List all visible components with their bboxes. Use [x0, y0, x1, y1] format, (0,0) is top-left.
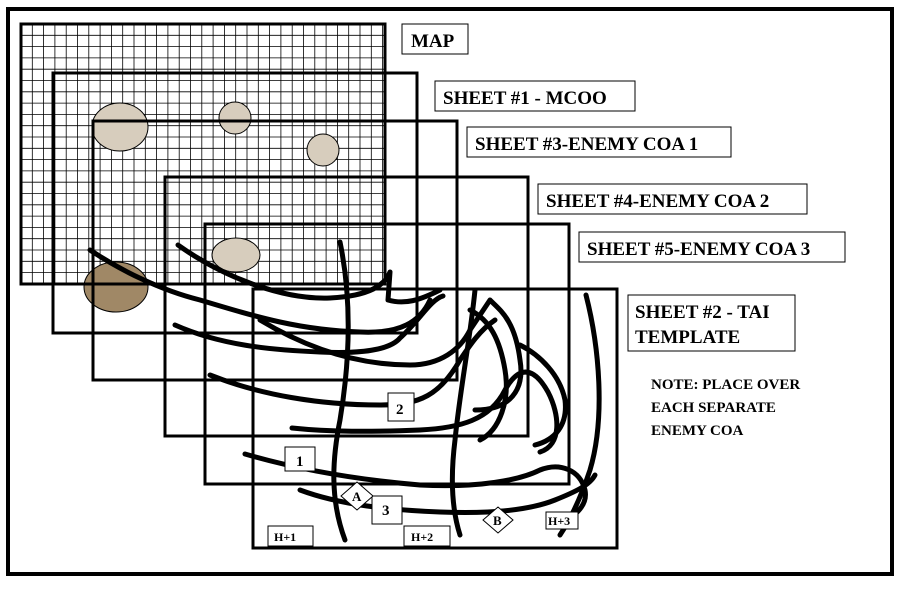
label-sheet4-text: SHEET #4-ENEMY COA 2	[546, 191, 769, 212]
marker-1: 1	[284, 446, 316, 472]
label-sheet2-line2: TEMPLATE	[635, 327, 740, 348]
sheet4-frame	[163, 175, 530, 438]
marker-h2: H+2	[403, 525, 451, 547]
label-sheet5: SHEET #5-ENEMY COA 3	[578, 231, 846, 263]
label-sheet3: SHEET #3-ENEMY COA 1	[466, 126, 732, 158]
marker-1-text: 1	[296, 454, 304, 470]
terrain-blob	[91, 102, 149, 152]
route-line	[517, 342, 568, 448]
route-line	[175, 242, 443, 305]
marker-h1-text: H+1	[274, 530, 296, 544]
diamond-a-text: A	[352, 489, 362, 504]
marker-2-text: 2	[396, 402, 404, 418]
label-sheet4: SHEET #4-ENEMY COA 2	[537, 183, 808, 215]
route-line	[449, 287, 478, 538]
terrain-blob	[306, 133, 340, 167]
terrain-blob	[211, 237, 261, 273]
marker-h3: H+3	[545, 511, 579, 530]
label-sheet5-text: SHEET #5-ENEMY COA 3	[587, 239, 810, 260]
route-line	[331, 239, 351, 543]
diamond-b: B	[482, 506, 514, 534]
marker-3-text: 3	[382, 503, 390, 519]
label-sheet1-text: SHEET #1 - MCOO	[443, 88, 607, 109]
sheet1-mcoo	[51, 71, 419, 335]
sheet2-frame	[251, 287, 619, 550]
map-grid	[21, 24, 385, 284]
route-line	[467, 307, 509, 443]
marker-h3-text: H+3	[548, 514, 570, 528]
route-line	[289, 369, 560, 455]
note-line1: NOTE: PLACE OVER	[651, 377, 800, 393]
label-map-text: MAP	[411, 31, 455, 52]
marker-2: 2	[387, 392, 415, 422]
label-sheet3-text: SHEET #3-ENEMY COA 1	[475, 134, 698, 155]
marker-h2-text: H+2	[411, 530, 433, 544]
diamond-a: A	[340, 481, 374, 511]
label-map: MAP	[401, 23, 469, 55]
diamond-b-text: B	[493, 513, 502, 528]
marker-3: 3	[371, 495, 403, 525]
label-sheet1: SHEET #1 - MCOO	[434, 80, 636, 112]
marker-h1: H+1	[267, 525, 314, 547]
terrain-blob	[218, 101, 252, 135]
label-sheet2: SHEET #2 - TAI TEMPLATE	[627, 294, 796, 352]
map-sheet	[19, 22, 387, 313]
note: NOTE: PLACE OVER EACH SEPARATE ENEMY COA	[651, 377, 800, 439]
route-line	[87, 247, 433, 335]
label-sheet2-line1: SHEET #2 - TAI	[635, 302, 770, 323]
note-line3: ENEMY COA	[651, 423, 744, 439]
note-line2: EACH SEPARATE	[651, 400, 776, 416]
